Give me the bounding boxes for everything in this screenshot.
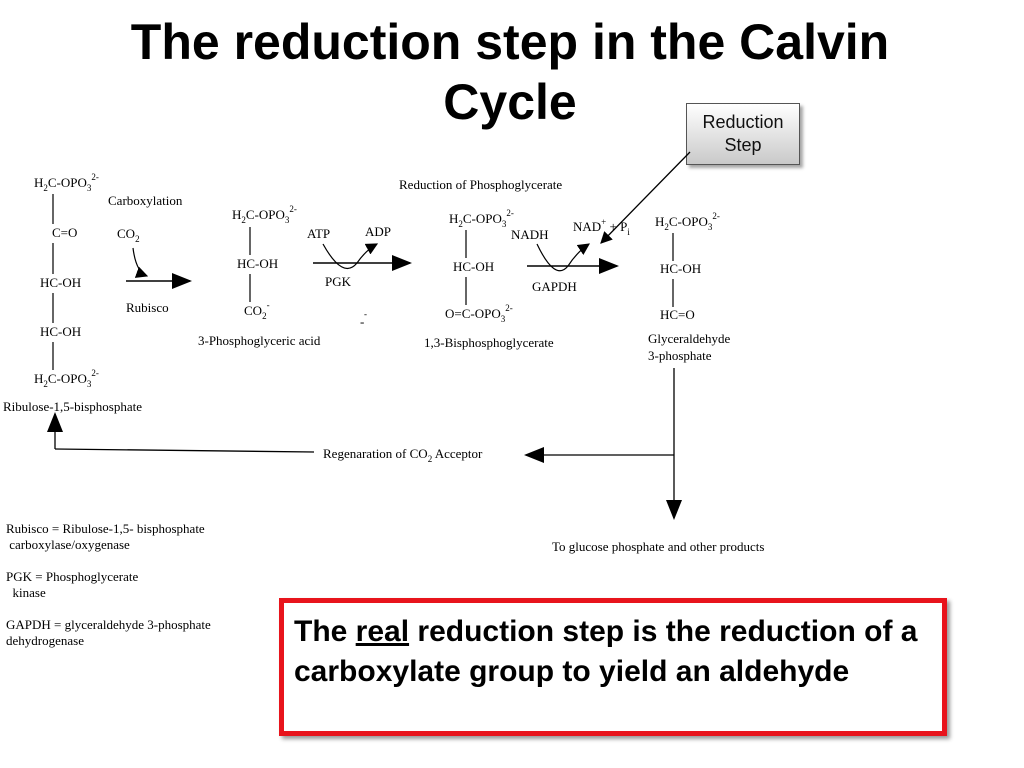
reduction-heading: Reduction of Phosphoglycerate [399,177,562,192]
legend-rubisco-line-2: carboxylase/oxygenase [6,537,130,552]
title-line-2: Cycle [443,74,577,130]
title-line-1: The reduction step in the Calvin [130,14,890,70]
ribulose-label: Ribulose-1,5-bisphosphate [3,399,142,414]
g3p-c1: H2C-OPO32- [655,211,720,232]
carboxylation-label: Carboxylation [108,193,183,208]
gapdh-label: GAPDH [532,279,577,294]
g3p-label-1: Glyceraldehyde [648,331,731,346]
stray-minus: - [360,314,364,329]
atp-label: ATP [307,226,330,241]
key-point-box: The real reduction step is the reduction… [279,598,947,736]
ribulose-bisphosphate-structure: H2C-OPO32- C=O HC-OH HC-OH H2C-OPO32- Ri… [3,172,142,414]
bpg-c2: HC-OH [453,259,494,274]
bpg-c3: O=C-OPO32- [445,303,513,324]
callout-pointer [600,151,691,244]
to-glucose-label: To glucose phosphate and other products [552,539,764,554]
pga-label: 3-Phosphoglyceric acid [198,333,321,348]
pga-c1: H2C-OPO32- [232,204,297,225]
ribulose-c5: H2C-OPO32- [34,368,99,389]
callout-line-1: Reduction [702,112,784,132]
legend-pgk: PGK = Phosphoglycerate kinase [6,569,276,601]
co2-reactant: CO2 [117,226,140,244]
note-text-before: The [294,615,356,648]
nadh-label: NADH [511,227,549,242]
g3p-c3: HC=O [660,307,695,322]
glyceraldehyde-structure: H2C-OPO32- HC-OH HC=O Glyceraldehyde 3-p… [648,211,731,363]
g3p-label-2: 3-phosphate [648,348,712,363]
gapdh-step: NADH NAD+ + Pi GAPDH [511,217,630,294]
callout-line-2: Step [724,135,762,155]
phosphoglyceric-acid-structure: H2C-OPO32- HC-OH CO2- 3-Phosphoglyceric … [198,204,321,348]
stray-minus-sup: - [364,309,367,319]
legend-rubisco: Rubisco = Ribulose-1,5- bisphosphate car… [6,521,276,553]
ribulose-c1: H2C-OPO32- [34,172,99,193]
adp-label: ADP [365,224,391,239]
slide-title: The reduction step in the Calvin Cycle [90,12,930,132]
note-text-after: reduction step is the reduction of a car… [294,615,918,688]
bpg-label: 1,3-Bisphosphoglycerate [424,335,554,350]
legend-rubisco-line-1: Rubisco = Ribulose-1,5- bisphosphate [6,521,205,536]
note-emphasis: real [355,615,410,648]
g3p-c2: HC-OH [660,261,701,276]
ribulose-c3: HC-OH [40,275,81,290]
carboxylation-step: Carboxylation CO2 Rubisco [108,193,192,315]
rubisco-label: Rubisco [126,300,169,315]
legend-pgk-line-1: PGK = Phosphoglycerate [6,569,139,584]
ribulose-c2: C=O [52,225,77,240]
abbreviation-legend: Rubisco = Ribulose-1,5- bisphosphate car… [6,521,276,665]
legend-gapdh: GAPDH = glyceraldehyde 3-phosphate dehyd… [6,617,276,649]
bpg-c1: H2C-OPO32- [449,208,514,229]
pgk-label: PGK [325,274,352,289]
pga-c3: CO2- [244,300,270,321]
legend-gapdh-line-2: dehydrogenase [6,633,84,648]
bisphosphoglycerate-structure: H2C-OPO32- HC-OH O=C-OPO32- 1,3-Bisphosp… [424,208,554,350]
legend-pgk-line-2: kinase [6,585,46,600]
legend-gapdh-line-1: GAPDH = glyceraldehyde 3-phosphate [6,617,211,632]
pgk-step: ATP ADP PGK - - [307,224,412,329]
regeneration-label: Regenaration of CO2 Acceptor [323,446,483,464]
nad-pi-label: NAD+ + Pi [573,217,630,237]
reduction-step-callout: Reduction Step [686,103,800,165]
regeneration-path: Regenaration of CO2 Acceptor To glucose … [47,368,764,554]
ribulose-c4: HC-OH [40,324,81,339]
pga-c2: HC-OH [237,256,278,271]
